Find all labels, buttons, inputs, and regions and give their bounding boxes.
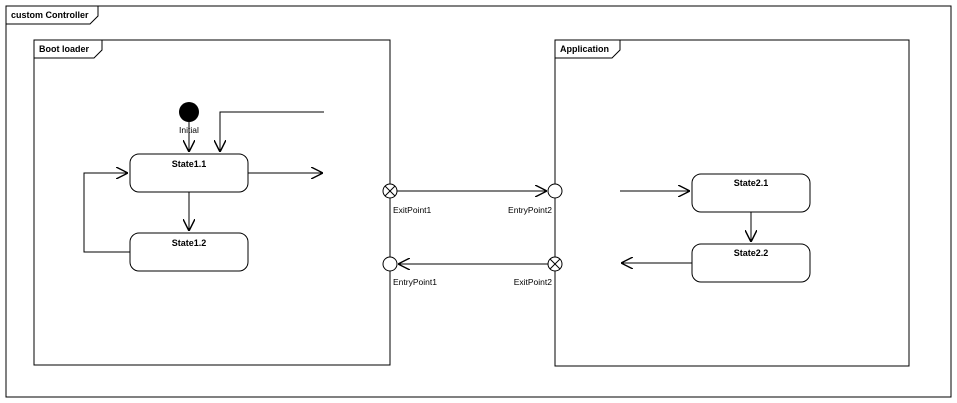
boot-entry-label: EntryPoint1	[393, 277, 437, 287]
state-2-2-label: State2.2	[734, 248, 769, 258]
application-title: Application	[560, 44, 609, 54]
initial-node[interactable]	[179, 102, 199, 122]
app-entry-label: EntryPoint2	[508, 205, 552, 215]
boot-loader-title: Boot loader	[39, 44, 89, 54]
state-2-1-label: State2.1	[734, 178, 769, 188]
app-exit-label: ExitPoint2	[514, 277, 553, 287]
app-exit-point[interactable]	[547, 256, 563, 272]
app-entry-point[interactable]	[547, 183, 563, 199]
outer-frame-tab	[6, 6, 99, 25]
boot-entry-point[interactable]	[382, 256, 398, 272]
boot-loader-tab	[34, 40, 103, 59]
outer-frame-title: custom Controller	[11, 10, 89, 20]
state-1-1-label: State1.1	[172, 159, 207, 169]
transition-into-state-1-1	[220, 111, 324, 152]
application-tab	[555, 40, 621, 59]
transition-1-2-to-1-1	[83, 173, 130, 253]
state-1-2-label: State1.2	[172, 238, 207, 248]
boot-exit-point[interactable]	[382, 183, 398, 199]
boot-loader-region[interactable]	[33, 39, 391, 366]
boot-exit-label: ExitPoint1	[393, 205, 432, 215]
